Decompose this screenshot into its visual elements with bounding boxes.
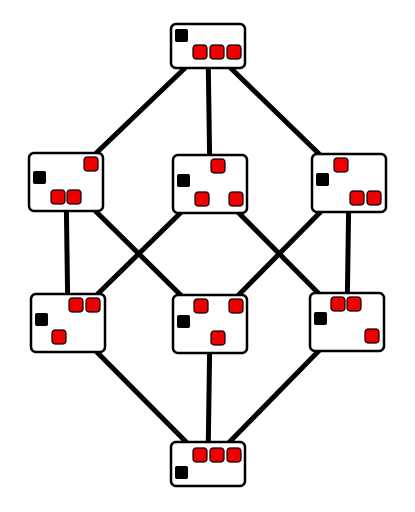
red-square [330,296,346,312]
red-square [66,189,82,205]
red-square [50,189,66,205]
red-square [194,191,210,207]
black-square [177,174,190,187]
red-square [226,44,242,60]
red-square [228,191,244,207]
black-square [175,466,188,479]
node-lower-right [308,291,386,353]
node-upper-middle [171,153,249,215]
red-square [210,158,226,174]
node-lower-middle [171,293,249,355]
node-layer [27,22,388,488]
black-square [35,313,48,326]
black-square [175,29,188,42]
node-bottom [169,440,247,488]
red-square [209,44,225,60]
red-square [228,298,244,314]
black-square [177,315,190,328]
node-top [169,22,247,70]
red-square [83,156,99,172]
node-upper-right [310,152,388,214]
red-square [366,190,382,206]
red-square [68,297,84,313]
red-square [364,328,380,344]
black-square [33,171,46,184]
red-square [192,447,208,463]
red-square [333,157,349,173]
red-square [349,190,365,206]
black-square [314,312,327,325]
red-square [193,298,209,314]
black-square [316,173,329,186]
red-square [346,296,362,312]
red-square [51,329,67,345]
red-square [192,44,208,60]
red-square [210,330,226,346]
node-lower-left [29,292,107,354]
red-square [85,297,101,313]
node-upper-left [27,151,105,213]
red-square [209,447,225,463]
red-square [226,447,242,463]
